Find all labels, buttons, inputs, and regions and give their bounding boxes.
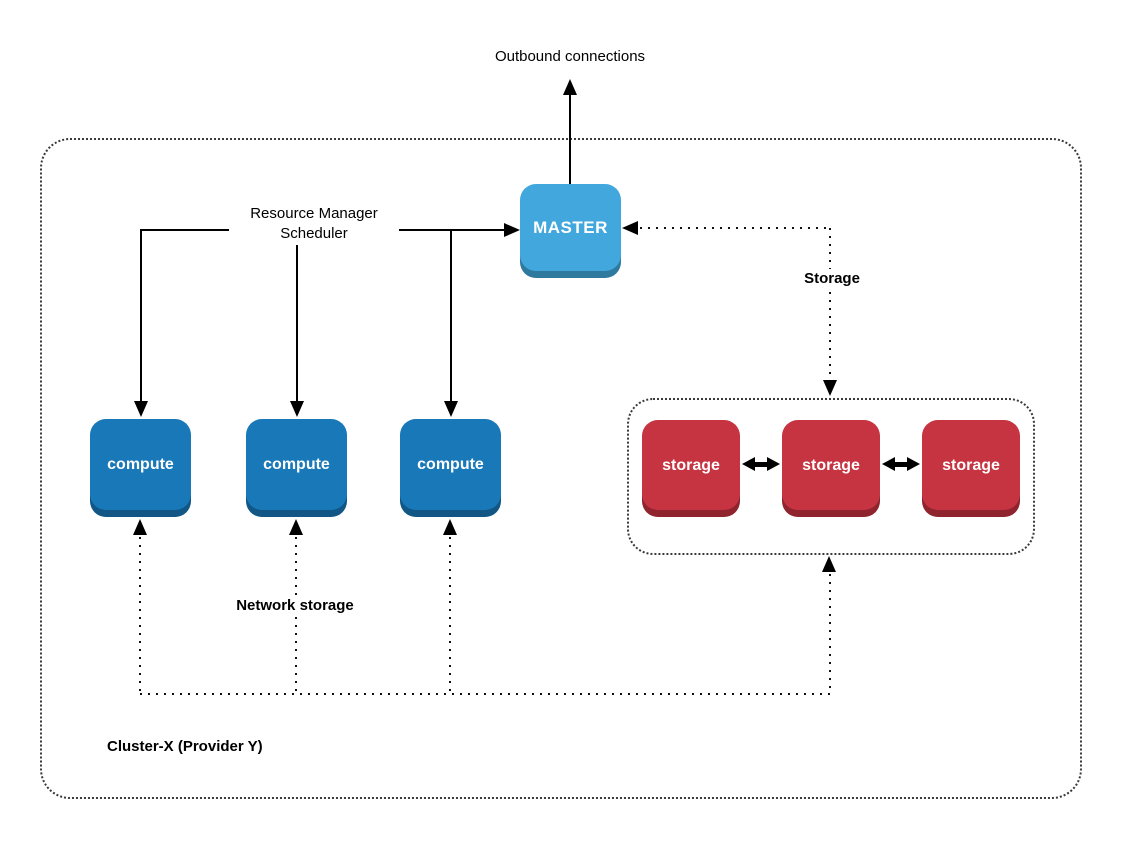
compute-node-3: compute bbox=[400, 419, 501, 517]
right-arrowhead-icon bbox=[907, 457, 920, 471]
network-storage-label: Network storage bbox=[219, 596, 371, 616]
network-storage-bus-dotted-line bbox=[140, 693, 831, 695]
network-storage-riser-1-dotted-line bbox=[139, 537, 141, 693]
resource-manager-label: Resource Manager Scheduler bbox=[229, 203, 399, 245]
scheduler-to-master-arrowhead-icon bbox=[504, 223, 520, 237]
compute-node-1-label: compute bbox=[107, 456, 174, 473]
storage-node-3-label: storage bbox=[942, 456, 1000, 474]
storage1-storage2-bidirectional-arrow-icon bbox=[742, 457, 780, 471]
storage-node-2-label: storage bbox=[802, 456, 860, 474]
arrow-shaft bbox=[755, 461, 767, 467]
storage-node-1-label: storage bbox=[662, 456, 720, 474]
storage2-storage3-bidirectional-arrow-icon bbox=[882, 457, 920, 471]
storage-group-box bbox=[627, 398, 1035, 555]
scheduler-arrowhead-compute3-icon bbox=[444, 401, 458, 417]
storage-link-label: Storage bbox=[782, 269, 882, 289]
cluster-boundary-box bbox=[40, 138, 1082, 799]
scheduler-arrowhead-compute1-icon bbox=[134, 401, 148, 417]
network-storage-arrowhead-compute3-icon bbox=[443, 519, 457, 535]
scheduler-drop-line-1 bbox=[140, 229, 142, 401]
resource-manager-label-line1: Resource Manager bbox=[250, 205, 378, 222]
compute-node-2-label: compute bbox=[263, 456, 330, 473]
scheduler-drop-line-2 bbox=[296, 229, 298, 401]
resource-manager-label-line2: Scheduler bbox=[280, 225, 348, 242]
compute-node-2: compute bbox=[246, 419, 347, 517]
network-storage-riser-3-dotted-line bbox=[449, 537, 451, 693]
compute-node-1: compute bbox=[90, 419, 191, 517]
right-arrowhead-icon bbox=[767, 457, 780, 471]
network-storage-riser-storagegroup-dotted-line bbox=[829, 574, 831, 693]
arrow-shaft bbox=[895, 461, 907, 467]
storage-to-master-dotted-line bbox=[640, 227, 830, 229]
left-arrowhead-icon bbox=[742, 457, 755, 471]
left-arrowhead-icon bbox=[882, 457, 895, 471]
storage-node-2: storage bbox=[782, 420, 880, 517]
outbound-arrow-line bbox=[569, 95, 571, 184]
storage-to-master-arrowhead-icon bbox=[622, 221, 638, 235]
master-node: MASTER bbox=[520, 184, 621, 278]
network-storage-arrowhead-storagegroup-icon bbox=[822, 556, 836, 572]
storage-node-1: storage bbox=[642, 420, 740, 517]
scheduler-arrowhead-compute2-icon bbox=[290, 401, 304, 417]
storage-link-vertical-dotted-line bbox=[829, 228, 831, 380]
network-storage-arrowhead-compute1-icon bbox=[133, 519, 147, 535]
outbound-connections-label: Outbound connections bbox=[470, 47, 670, 67]
scheduler-drop-line-3 bbox=[450, 229, 452, 401]
storage-node-3: storage bbox=[922, 420, 1020, 517]
link-into-storage-group-arrowhead-icon bbox=[823, 380, 837, 396]
network-storage-arrowhead-compute2-icon bbox=[289, 519, 303, 535]
outbound-arrowhead-icon bbox=[563, 79, 577, 95]
cluster-name-label: Cluster-X (Provider Y) bbox=[107, 738, 263, 755]
master-node-label: MASTER bbox=[533, 218, 608, 237]
compute-node-3-label: compute bbox=[417, 456, 484, 473]
